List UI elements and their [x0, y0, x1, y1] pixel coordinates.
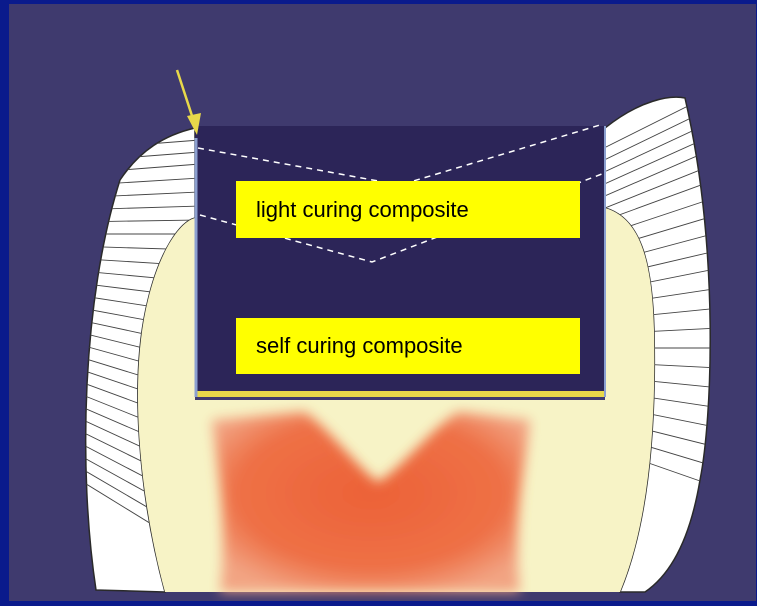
light-curing-label-text: light curing composite — [256, 197, 469, 223]
liner-layer — [195, 391, 606, 397]
self-curing-label: self curing composite — [236, 318, 580, 374]
self-curing-label-text: self curing composite — [256, 333, 463, 359]
light-curing-label: light curing composite — [236, 181, 580, 238]
